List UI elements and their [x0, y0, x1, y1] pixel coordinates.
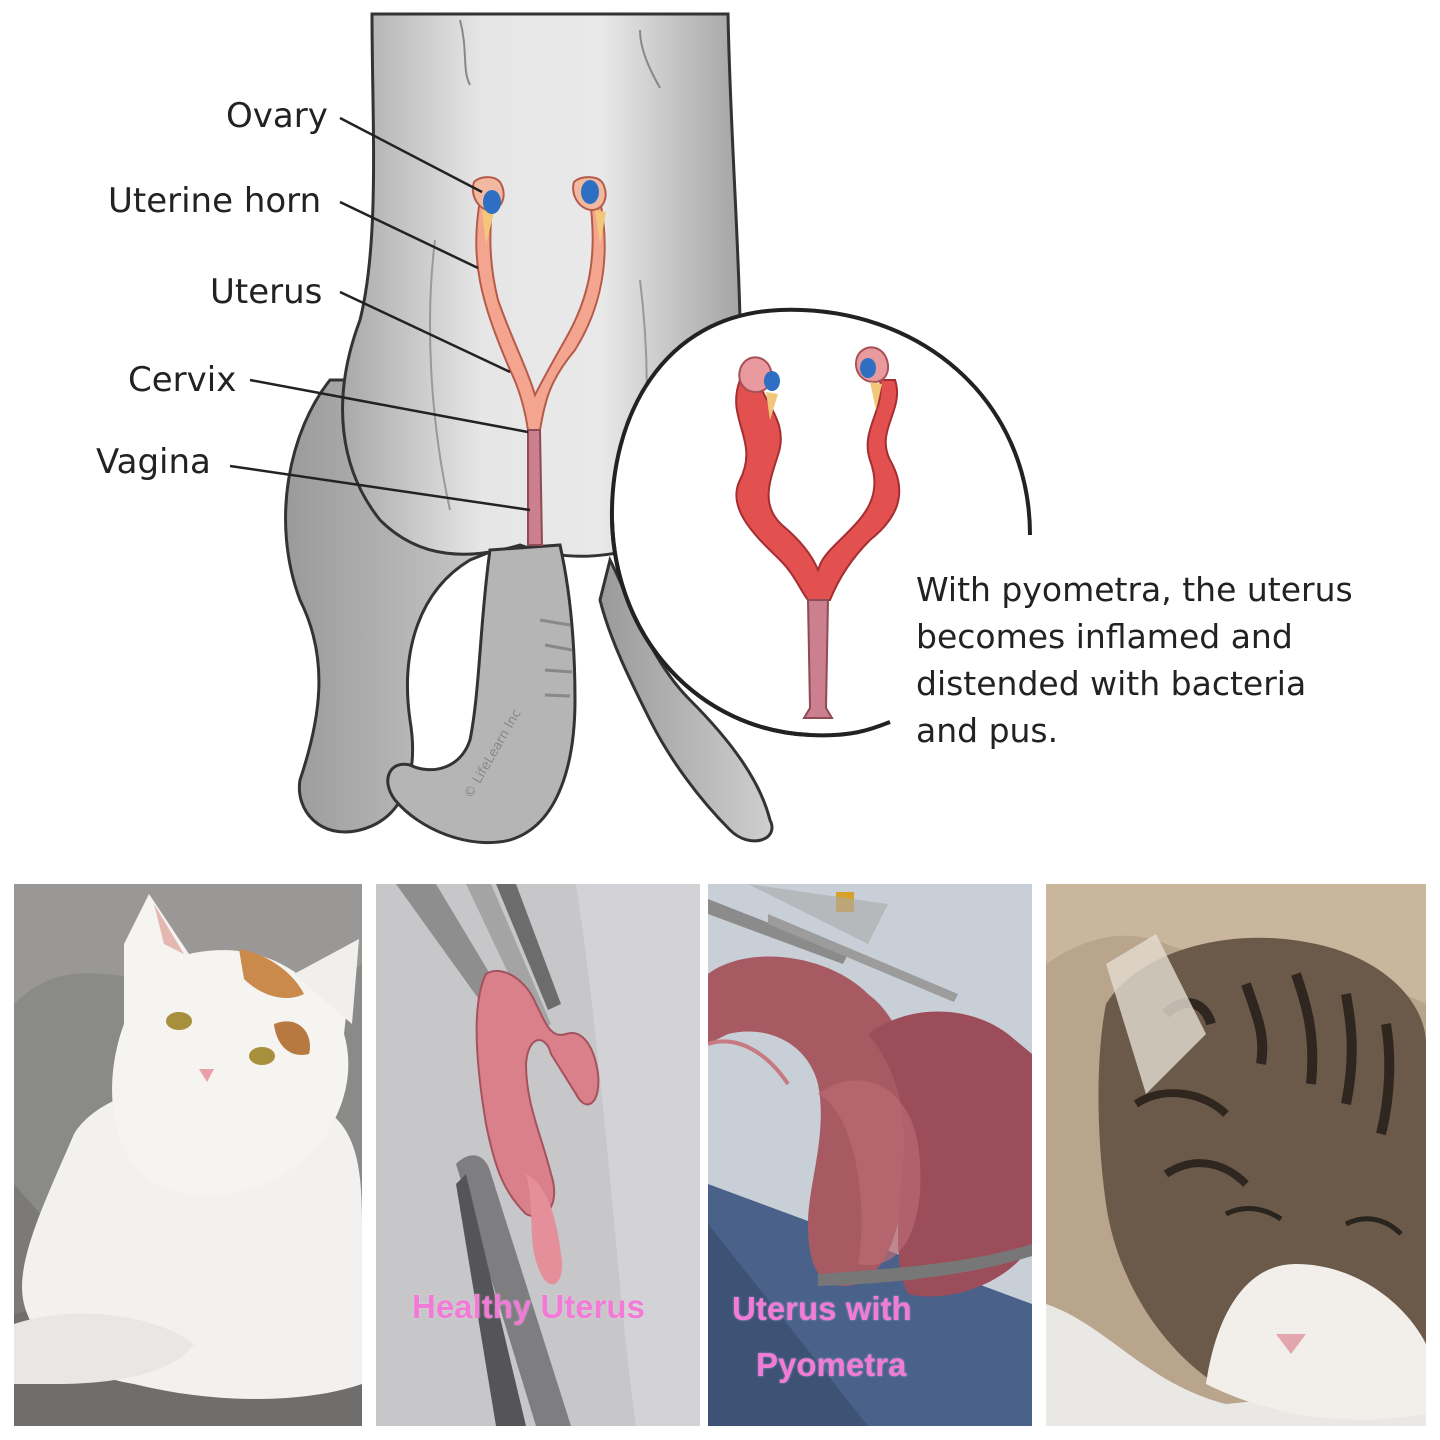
pyometra-label-line2: Pyometra [756, 1346, 907, 1383]
leader-lines [229, 116, 531, 512]
ovary-right [581, 180, 599, 204]
pyometra-diagram: Ovary Uterine horn Uterus Cervix Vagina … [96, 12, 1416, 845]
pyometra-label-line1: Uterus with [732, 1290, 912, 1327]
photo-tabby-cat [1046, 884, 1426, 1426]
ovary-left [483, 190, 501, 214]
photo-healthy-uterus: Healthy Uterus [376, 884, 700, 1426]
right-hind-leg [598, 555, 774, 843]
cat-illustration [229, 12, 1032, 845]
caption-line: distended with bacteria [916, 664, 1307, 703]
photo-white-cat [14, 884, 362, 1426]
label-uterus: Uterus [210, 272, 323, 312]
label-ovary: Ovary [226, 96, 328, 136]
caption-line: becomes inflamed and [916, 617, 1293, 656]
cat-tail [386, 543, 577, 845]
inflamed-uterus [735, 346, 901, 719]
healthy-uterus-label: Healthy Uterus [412, 1288, 645, 1325]
pyometra-caption: With pyometra, the uterus becomes inflam… [916, 566, 1416, 754]
label-cervix: Cervix [128, 360, 237, 400]
label-uterine-horn: Uterine horn [108, 181, 322, 221]
label-vagina: Vagina [96, 442, 211, 482]
healthy-uterus [472, 176, 607, 546]
photo-pyometra-uterus: Uterus with Pyometra [708, 884, 1032, 1426]
caption-line: With pyometra, the uterus [916, 570, 1353, 609]
caption-line: and pus. [916, 711, 1059, 750]
